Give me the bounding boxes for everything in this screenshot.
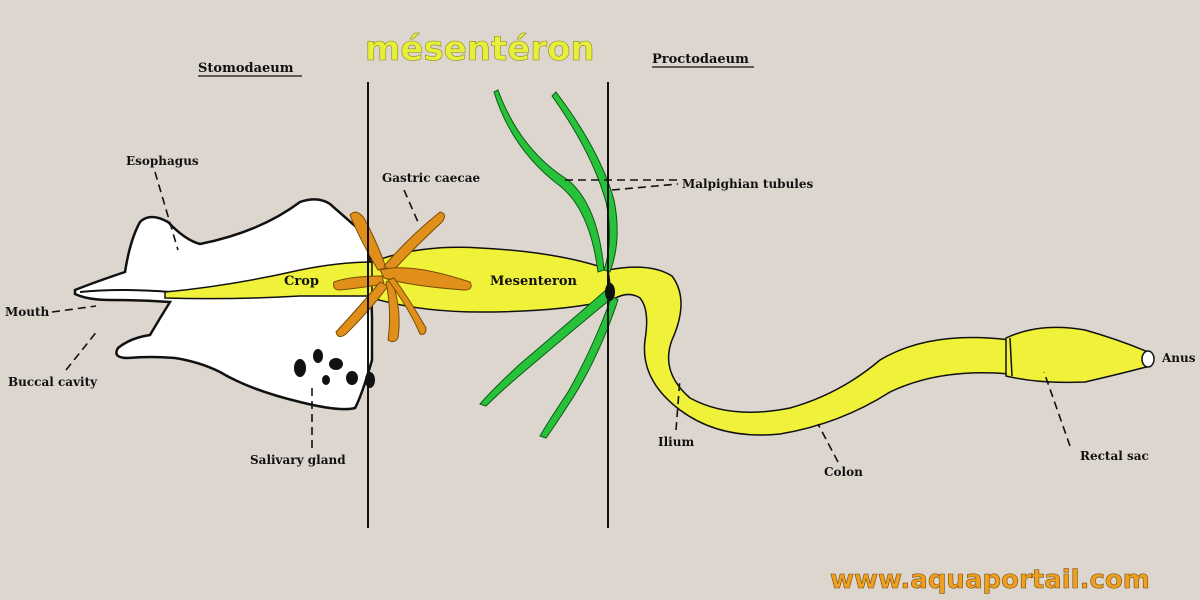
header-proctodaeum: Proctodaeum [652, 52, 749, 67]
leader-malpighian-tubules-lower [611, 183, 679, 191]
label-colon: Colon [824, 465, 863, 479]
stomodaeum-outline [73, 198, 374, 411]
label-mesenteron: Mesenteron [490, 274, 577, 289]
label-ilium: Ilium [658, 435, 694, 449]
label-malpighian-tubules: Malpighian tubules [682, 177, 813, 191]
rectal-sac-body [1005, 326, 1151, 384]
label-salivary-gland: Salivary gland [250, 453, 346, 467]
pyloric-junction [605, 283, 615, 301]
label-mouth: Mouth [5, 305, 50, 319]
label-esophagus: Esophagus [126, 154, 199, 168]
salivary-gland [294, 349, 375, 388]
label-anus: Anus [1161, 351, 1196, 365]
label-gastric-caecae: Gastric caecae [382, 171, 480, 185]
mouth-opening [79, 289, 171, 293]
anus-opening [1141, 350, 1155, 368]
leader-ilium [675, 377, 681, 431]
leader-buccal-cavity [65, 329, 99, 371]
leader-mouth [51, 305, 97, 313]
diagram-title: mésentéron [365, 29, 595, 69]
leader-rectal-sac [1043, 371, 1071, 447]
label-crop: Crop [284, 274, 319, 289]
header-stomodaeum: Stomodaeum [198, 61, 294, 76]
leader-gastric-caecae [403, 189, 419, 223]
leader-esophagus [154, 171, 179, 251]
label-buccal-cavity: Buccal cavity [8, 375, 98, 389]
hindgut-ilium-colon [607, 266, 1011, 436]
colon-rectum-boundary [1009, 337, 1013, 377]
watermark-url: www.aquaportail.com [830, 565, 1150, 595]
leader-colon [817, 423, 839, 463]
label-rectal-sac: Rectal sac [1080, 449, 1149, 463]
